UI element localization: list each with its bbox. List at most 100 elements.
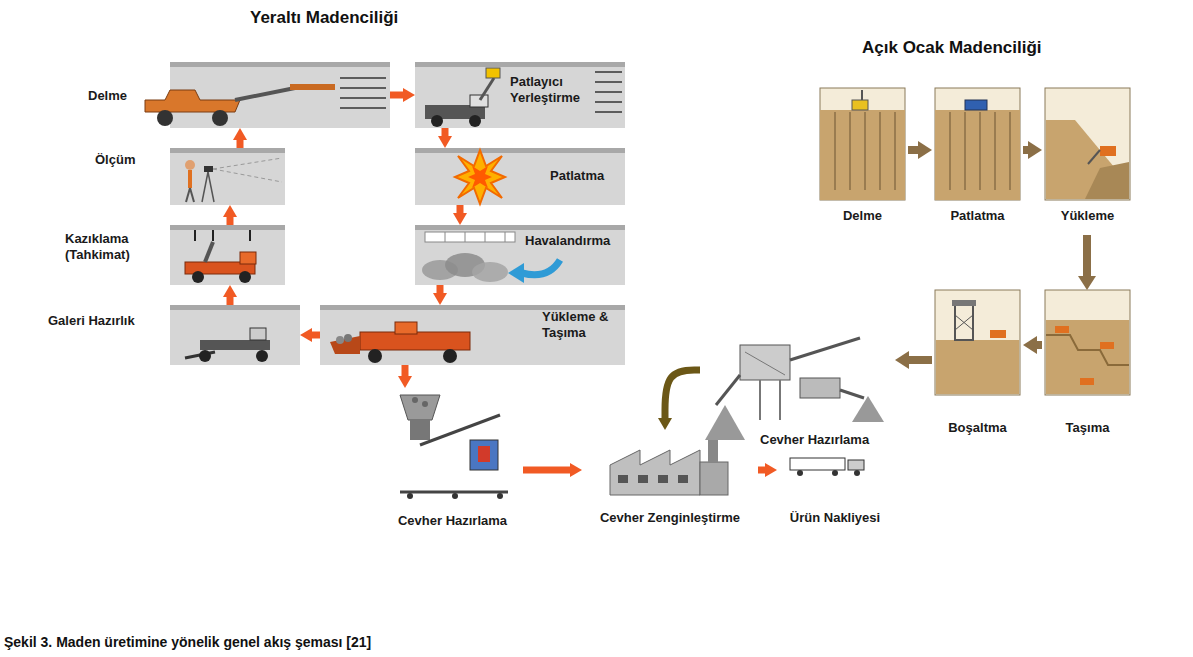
surveyor-figure (190, 188, 194, 202)
pit-panel (852, 100, 868, 110)
bolter-machine (192, 271, 204, 283)
charging-vehicle (425, 68, 622, 127)
drill-rig (157, 110, 173, 126)
flow-arrow (390, 92, 403, 99)
pit-panel (1100, 342, 1114, 349)
surveyor-figure (186, 188, 190, 202)
grader-machine (200, 340, 270, 350)
crusher-conveyor (412, 397, 418, 403)
pit-panel (1046, 335, 1129, 365)
pit-panel (955, 315, 973, 330)
flow-arrow (1023, 146, 1028, 154)
crusher-conveyor (400, 395, 508, 499)
loader-machine (330, 322, 470, 363)
section-title: Açık Ocak Madenciliği (862, 38, 1042, 58)
tunnel-panel (170, 62, 390, 128)
connector-layer (230, 95, 1087, 470)
crusher-conveyor (400, 395, 440, 420)
pit-panel (1085, 162, 1129, 199)
process-step: Ölçüm (170, 148, 285, 205)
pit-panel (995, 112, 996, 190)
crusher-conveyor (400, 491, 508, 494)
process-step: Boşaltma (932, 290, 1023, 442)
process-step: Cevher Hazırlama (700, 330, 895, 452)
charging-vehicle (595, 101, 622, 103)
pit-panel (965, 112, 966, 190)
loader-machine (395, 322, 417, 334)
pit-panel (935, 110, 1020, 200)
loader-machine (344, 334, 352, 342)
tunnel-panel (415, 148, 625, 153)
process-step: Yükleme (1042, 88, 1133, 235)
flow-arrow (909, 356, 932, 364)
process-step: Cevher Zenginleştirme (582, 430, 758, 530)
pit-panel (1010, 112, 1011, 190)
loader-machine (360, 332, 470, 350)
step-label: Patlatma (550, 168, 604, 184)
tunnel-panel (415, 225, 625, 230)
flow-arrow (227, 297, 234, 305)
flow-arrow (665, 370, 700, 418)
pit-panel (865, 112, 866, 190)
crusher-conveyor (478, 446, 490, 462)
processing-plant (716, 375, 740, 405)
truck-icon (854, 470, 860, 476)
surveyor-figure (188, 170, 192, 188)
grader-machine (256, 350, 268, 362)
process-step: Yükleme & Taşıma (320, 305, 626, 365)
step-label: Cevher Hazırlama (382, 513, 523, 529)
flow-arrow (1083, 235, 1091, 276)
tunnel-panel (170, 62, 625, 365)
processing-plant (800, 378, 840, 398)
surveyor-figure (185, 160, 195, 170)
factory-icon (618, 475, 628, 483)
tunnel-panel (170, 225, 285, 285)
charging-vehicle (431, 115, 443, 127)
flow-arrow (1037, 341, 1042, 349)
step-label: Cevher Hazırlama (760, 432, 869, 448)
tunnel-panel (170, 225, 285, 230)
charging-vehicle (595, 111, 622, 113)
crusher-conveyor (497, 493, 503, 499)
tunnel-panel (415, 225, 625, 285)
bolter-machine (185, 230, 256, 283)
pit-panel (955, 305, 973, 340)
pit-panel (1055, 326, 1069, 333)
step-label: Kazıklama (Tahkimat) (65, 231, 160, 263)
flow-arrow (437, 285, 444, 293)
processing-plant (705, 338, 884, 440)
loader-machine (368, 349, 382, 363)
process-step: Taşıma (1042, 290, 1133, 442)
bolter-machine (194, 230, 196, 241)
step-label: Delme (88, 88, 127, 104)
pit-panel (1046, 120, 1129, 199)
step-label: Patlayıcı Yerleştirme (510, 74, 605, 106)
grader-machine (199, 350, 211, 362)
factory-icon (708, 440, 718, 462)
ventilation-duct (485, 232, 486, 242)
pit-panel (861, 90, 863, 100)
crusher-conveyor (452, 493, 458, 499)
ventilation-duct (522, 260, 560, 275)
truck-icon (797, 470, 803, 476)
pit-panel (950, 112, 951, 190)
tunnel-panel (170, 305, 300, 310)
pit-panel (980, 112, 981, 190)
charging-vehicle (469, 115, 481, 127)
ventilation-duct (465, 232, 466, 242)
crusher-conveyor (410, 420, 430, 440)
surveyor-figure (213, 169, 282, 182)
processing-plant (852, 396, 884, 422)
charging-vehicle (480, 78, 494, 100)
ventilation-duct (505, 232, 506, 242)
pit-panel (1100, 146, 1116, 156)
step-label: Yükleme (1042, 208, 1133, 224)
drill-rig (145, 90, 240, 112)
step-label: Boşaltma (932, 420, 1023, 436)
surveyor-figure (202, 172, 208, 202)
pit-panel (850, 112, 851, 190)
charging-vehicle (595, 91, 622, 93)
step-label: Patlatma (932, 208, 1023, 224)
